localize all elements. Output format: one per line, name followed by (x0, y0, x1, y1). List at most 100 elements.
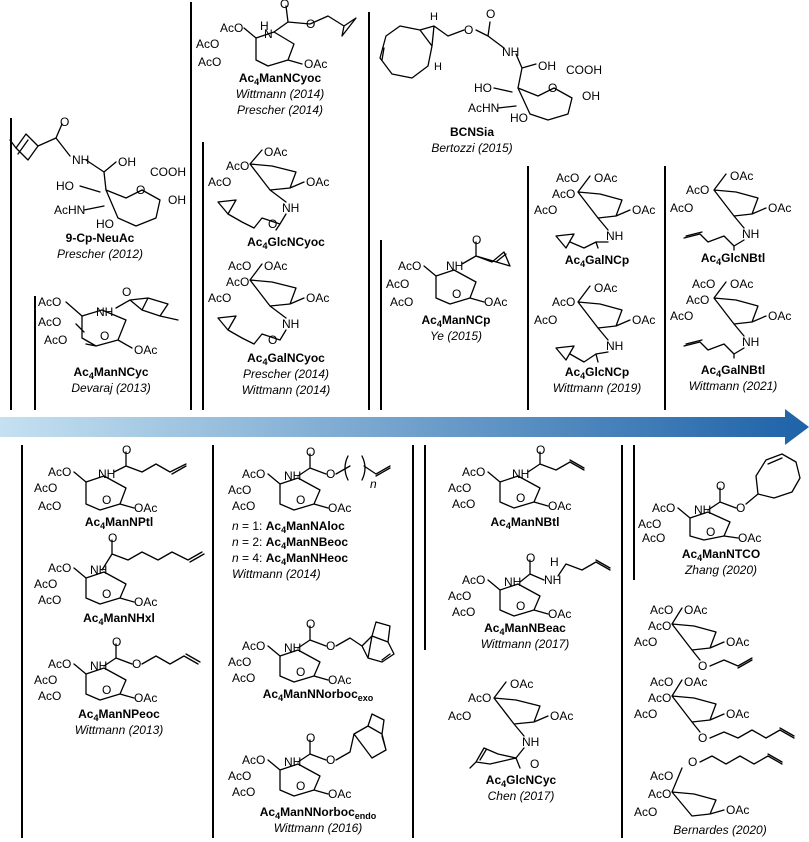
svg-text:O: O (526, 551, 535, 565)
svg-text:OAc: OAc (134, 691, 157, 705)
svg-text:AcO: AcO (34, 481, 57, 495)
svg-text:AcO: AcO (38, 593, 61, 607)
svg-text:AcHN: AcHN (468, 101, 499, 115)
svg-text:NH: NH (742, 227, 759, 241)
svg-text:AcO: AcO (232, 671, 255, 685)
svg-text:OAc: OAc (632, 313, 655, 327)
svg-text:OAc: OAc (304, 57, 327, 71)
svg-text:OAc: OAc (548, 607, 571, 621)
svg-text:AcO: AcO (686, 293, 709, 307)
svg-text:AcO: AcO (650, 603, 673, 617)
mannose-pentenamide-structure: AcO AcO AcO NH O OAc O (34, 443, 187, 515)
svg-text:AcO: AcO (242, 467, 265, 481)
svg-text:AcO: AcO (648, 619, 671, 633)
svg-text:AcO: AcO (226, 275, 249, 289)
glucose-cyclopropene-carboxamide-structure: OAc AcO AcO OAc NH (534, 281, 655, 363)
svg-text:O: O (716, 479, 725, 493)
svg-text:O: O (464, 23, 473, 37)
svg-text:O: O (472, 233, 481, 247)
svg-text:AcO: AcO (48, 561, 71, 575)
svg-text:OAc: OAc (328, 673, 351, 687)
svg-text:NH: NH (96, 305, 113, 319)
svg-text:AcHN: AcHN (54, 203, 85, 217)
divider (412, 445, 414, 838)
svg-text:O: O (452, 287, 461, 301)
svg-text:OAc: OAc (730, 277, 753, 291)
author-year: Zhang (2020) (684, 563, 758, 577)
svg-text:OAc: OAc (484, 295, 507, 309)
svg-text:AcO: AcO (638, 517, 661, 531)
svg-text:AcO: AcO (452, 605, 475, 619)
svg-text:OAc: OAc (510, 677, 533, 691)
author-year: Wittmann (2014) (232, 567, 321, 581)
svg-text:OAc: OAc (730, 169, 753, 183)
svg-text:NH: NH (606, 339, 623, 353)
svg-text:AcO: AcO (38, 315, 61, 329)
svg-text:HO: HO (96, 217, 114, 231)
svg-text:O: O (516, 491, 525, 505)
author-year: Wittmann (2016) (273, 821, 363, 835)
svg-text:O: O (122, 443, 131, 457)
svg-text:OAc: OAc (134, 595, 157, 609)
compound-name: Ac4ManNHxl (83, 611, 155, 627)
svg-text:O: O (688, 755, 697, 769)
compound-label: Ac4ManNCp Ye (2015) (384, 312, 528, 344)
svg-text:OAc: OAc (726, 707, 749, 721)
author-year: Wittmann (2017) (480, 637, 570, 651)
svg-text:AcO: AcO (34, 673, 57, 687)
svg-text:OAc: OAc (684, 675, 707, 689)
svg-text:AcO: AcO (390, 295, 413, 309)
bcn-sialic-acid-structure: H H O O NH OH O COOH OH HO AcHN HO (379, 7, 602, 125)
mannose-butenamide-structure: AcO AcO AcO NH O OAc O (448, 443, 585, 513)
galactoside-pentenyl-beta-structure: AcO AcO AcO O OAc (634, 753, 783, 819)
svg-text:AcO: AcO (552, 187, 575, 201)
compound-name: Ac4GalNCyoc (247, 351, 325, 367)
divider (368, 12, 370, 410)
variant-line: n = 2: Ac4ManNBeoc (232, 535, 349, 551)
svg-text:NH: NH (90, 563, 107, 577)
svg-text:O: O (102, 493, 111, 507)
variant-line: n = 1: Ac4ManNAloc (232, 519, 345, 535)
svg-text:AcO: AcO (692, 277, 715, 291)
compound-label: Ac4ManNPtl (28, 514, 210, 531)
galactose-cyclopropenyl-carbamate-structure: AcO OAc AcO AcO OAc NH O (208, 259, 329, 347)
svg-text:O: O (306, 617, 315, 631)
mannose-cyclopropene-structure: AcO AcO AcO NH O OAc O (38, 285, 179, 357)
svg-text:AcO: AcO (448, 481, 471, 495)
svg-text:O: O (268, 333, 277, 347)
compound-label: Ac4GlcNCp Wittmann (2019) (532, 364, 662, 396)
svg-text:O: O (548, 81, 557, 95)
svg-text:AcO: AcO (226, 159, 249, 173)
svg-text:O: O (736, 501, 745, 515)
svg-text:O: O (102, 683, 111, 697)
svg-text:NH: NH (284, 469, 301, 483)
svg-text:OAc: OAc (134, 343, 157, 357)
svg-text:AcO: AcO (34, 577, 57, 591)
svg-text:H: H (550, 555, 559, 569)
divider (21, 445, 23, 838)
galactose-cyclopropene-carboxamide-structure: AcO OAc AcO AcO OAc NH (534, 171, 655, 249)
svg-text:H: H (260, 19, 269, 33)
svg-text:NH: NH (694, 503, 711, 517)
divider (10, 118, 12, 410)
svg-text:OAc: OAc (768, 309, 791, 323)
svg-text:O: O (112, 635, 121, 649)
compound-name: Ac4GlcNCyc (485, 773, 557, 789)
svg-text:O: O (122, 285, 131, 299)
svg-text:O: O (306, 731, 315, 745)
svg-text:NH: NH (446, 259, 463, 273)
svg-text:AcO: AcO (232, 785, 255, 799)
svg-text:AcO: AcO (634, 805, 657, 819)
svg-text:AcO: AcO (462, 573, 485, 587)
compound-name: Ac4ManNPeoc (78, 707, 160, 723)
svg-text:AcO: AcO (196, 37, 219, 51)
divider (380, 240, 382, 410)
svg-text:NH: NH (522, 735, 539, 749)
glucose-butenamide-structure: OAc AcO AcO OAc NH (670, 169, 791, 251)
svg-text:O: O (108, 531, 117, 545)
svg-text:HO: HO (510, 111, 528, 125)
svg-text:OAc: OAc (550, 709, 573, 723)
compound-label: Ac4ManNTCO Zhang (2020) (636, 546, 806, 578)
svg-text:AcO: AcO (386, 277, 409, 291)
svg-text:O: O (306, 17, 315, 31)
